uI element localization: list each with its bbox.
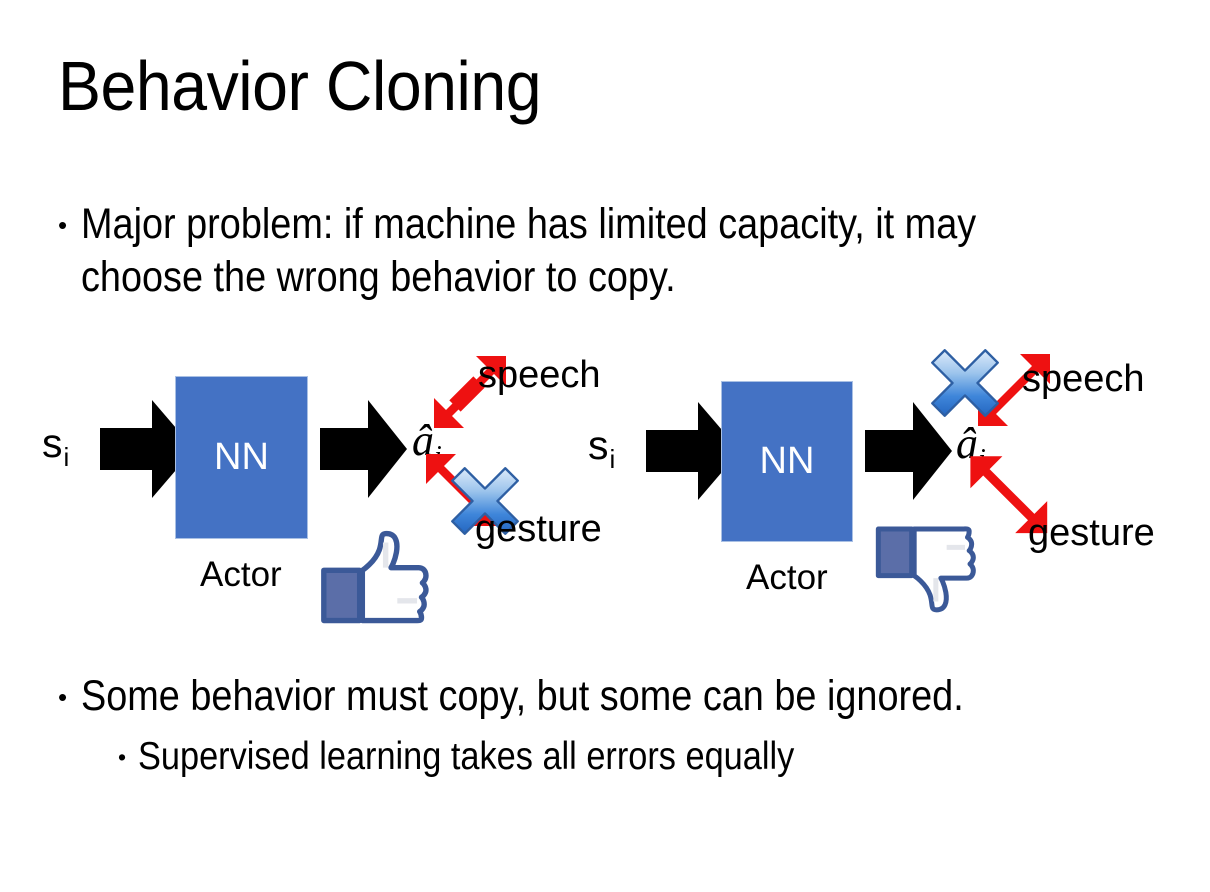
- branch-label-gesture-right: gesture: [1028, 512, 1155, 554]
- state-label-left: si: [42, 420, 70, 473]
- bullet-marker-icon: •: [58, 210, 68, 240]
- output-arrow-right-icon: [865, 400, 953, 502]
- actor-label-right: Actor: [746, 558, 828, 597]
- sub-bullet-text: Supervised learning takes all errors equ…: [138, 735, 795, 778]
- branch-label-speech-left: speech: [478, 354, 601, 396]
- branch-label-speech-right: speech: [1022, 358, 1145, 400]
- branch-label-gesture-left: gesture: [475, 508, 602, 550]
- bullet-item-some-behavior: • Some behavior must copy, but some can …: [58, 670, 1188, 722]
- branch-arrow-gesture-right-icon: [964, 452, 1060, 548]
- cross-out-gesture-left-icon: [446, 462, 524, 540]
- input-arrow-left-icon: [100, 398, 195, 500]
- bullet-text: Some behavior must copy, but some can be…: [81, 672, 964, 720]
- nn-box-right: NN: [721, 381, 853, 542]
- nn-box-left: NN: [175, 376, 308, 539]
- bullet-item-supervised-learning: • Supervised learning takes all errors e…: [118, 733, 1178, 781]
- output-arrow-left-icon: [320, 398, 408, 500]
- nn-box-label: NN: [214, 436, 269, 478]
- bullet-text: Major problem: if machine has limited ca…: [81, 200, 977, 301]
- nn-box-label: NN: [759, 440, 815, 482]
- branch-arrow-speech-left-icon: [424, 352, 510, 438]
- diagram-right-wrong-copy: si NN Actor âi: [568, 340, 1155, 640]
- thumbs-down-icon: [875, 523, 976, 615]
- cross-out-speech-right-icon: [926, 344, 1004, 422]
- bullet-item-major-problem: • Major problem: if machine has limited …: [58, 198, 1168, 304]
- page-title: Behavior Cloning: [58, 47, 542, 125]
- branch-arrow-speech-right-icon: [968, 350, 1054, 436]
- diagram-left-correct-copy: si NN Actor âi: [20, 340, 602, 640]
- actor-label-left: Actor: [200, 555, 282, 594]
- sub-bullet-marker-icon: •: [118, 744, 127, 770]
- bullet-marker-icon: •: [58, 682, 68, 712]
- input-arrow-right-icon: [646, 400, 741, 502]
- state-label-right: si: [588, 422, 616, 475]
- thumbs-up-icon: [320, 530, 429, 625]
